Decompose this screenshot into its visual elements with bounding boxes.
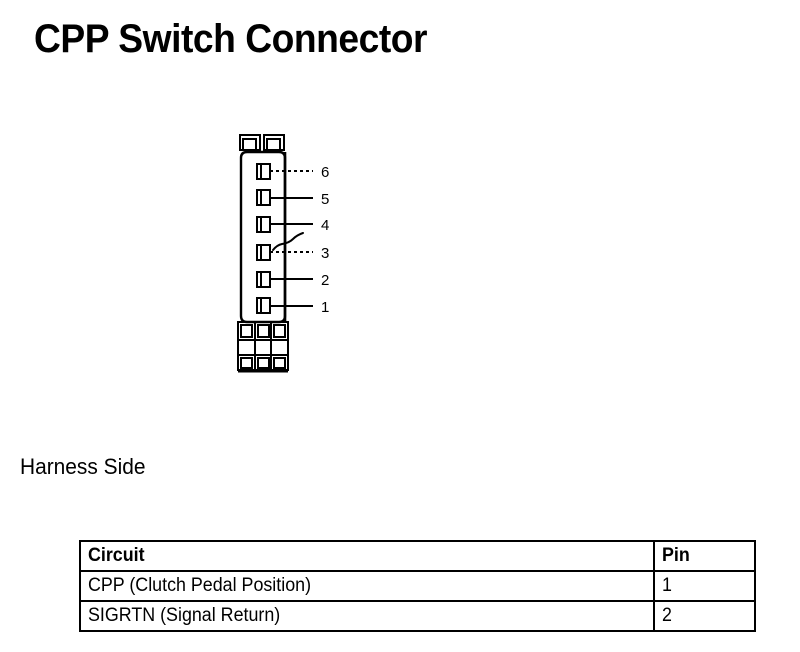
cell-circuit: CPP (Clutch Pedal Position) — [79, 570, 655, 602]
pinout-table: Circuit Pin CPP (Clutch Pedal Position) … — [79, 540, 756, 632]
pin-label-4: 4 — [321, 217, 329, 234]
table-row: SIGRTN (Signal Return) 2 — [79, 600, 756, 632]
connector-diagram: 6 5 4 3 2 1 — [225, 128, 360, 378]
terminal-socket-2 — [256, 271, 271, 288]
terminal-socket-6 — [256, 163, 271, 180]
lead-break-squiggle — [272, 232, 304, 251]
column-header-circuit-text: Circuit — [88, 545, 145, 566]
terminal-socket-3 — [256, 244, 271, 261]
cell-pin-text: 1 — [662, 575, 672, 596]
table-header-row: Circuit Pin — [79, 540, 756, 572]
page-title: CPP Switch Connector — [34, 17, 428, 61]
connector-drawing: 6 5 4 3 2 1 — [237, 134, 329, 373]
pin-label-5: 5 — [321, 191, 329, 208]
connector-top-tabs — [239, 134, 285, 151]
cell-pin: 2 — [653, 600, 756, 632]
cell-pin: 1 — [653, 570, 756, 602]
terminal-socket-1 — [256, 297, 271, 314]
pin-lead-lines — [270, 170, 313, 307]
column-header-circuit: Circuit — [79, 540, 655, 572]
terminal-sockets — [256, 163, 271, 314]
cell-circuit-text: CPP (Clutch Pedal Position) — [88, 575, 312, 596]
terminal-socket-5 — [256, 189, 271, 206]
column-header-pin: Pin — [653, 540, 756, 572]
column-header-pin-text: Pin — [662, 545, 690, 566]
pin-number-labels: 6 5 4 3 2 1 — [321, 164, 329, 316]
table-row: CPP (Clutch Pedal Position) 1 — [79, 570, 756, 602]
connector-base-grid — [237, 321, 289, 371]
harness-side-label: Harness Side — [20, 454, 146, 479]
cell-circuit-text: SIGRTN (Signal Return) — [88, 605, 281, 626]
pinout-table-container: Circuit Pin CPP (Clutch Pedal Position) … — [79, 540, 756, 632]
pin-label-2: 2 — [321, 272, 329, 289]
pin-label-3: 3 — [321, 245, 329, 262]
cell-pin-text: 2 — [662, 605, 672, 626]
pin-label-1: 1 — [321, 299, 329, 316]
cell-circuit: SIGRTN (Signal Return) — [79, 600, 655, 632]
pin-label-6: 6 — [321, 164, 329, 181]
connector-body-outline — [239, 150, 287, 324]
terminal-socket-4 — [256, 216, 271, 233]
